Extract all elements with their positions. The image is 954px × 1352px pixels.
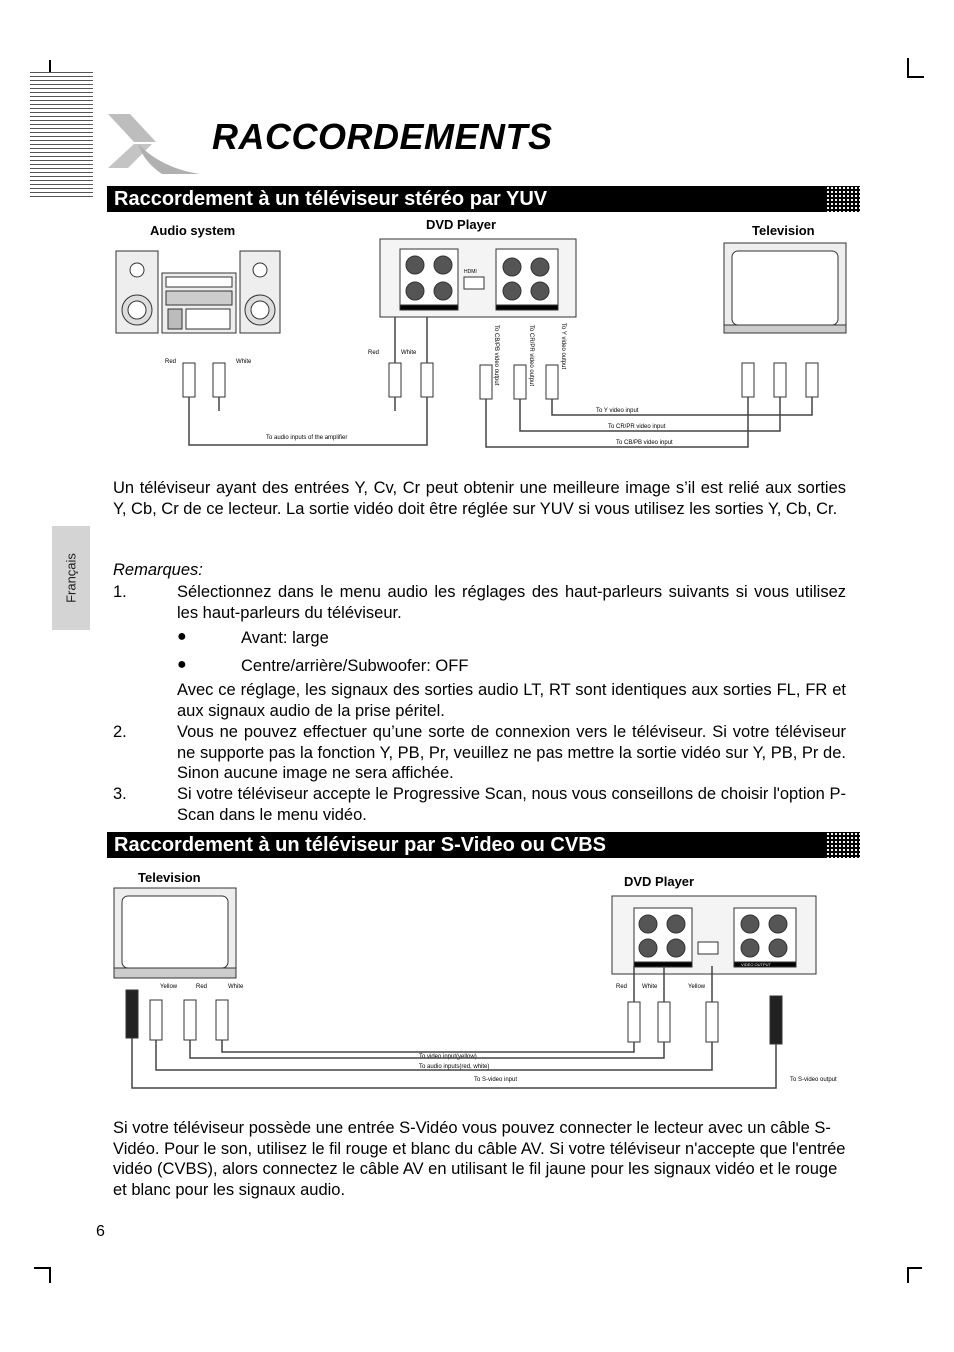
cables [131, 966, 777, 1089]
television-illustration [723, 242, 847, 334]
banner-dots [826, 832, 860, 858]
label-yellow-dvd: Yellow [688, 984, 706, 990]
rca-plugs [182, 362, 819, 400]
label-crpr-input: To CR/PR video input [608, 424, 666, 430]
remark-3-text: Si votre téléviseur accepte le Progressi… [177, 785, 846, 824]
page-title: RACCORDEMENTS [212, 116, 553, 157]
remark-1-after: Avec ce réglage, les signaux des sorties… [177, 681, 846, 720]
header-stripes [30, 72, 93, 198]
label-crpr-output: To CR/PR video output [528, 325, 534, 386]
svideo-body-paragraph: Si votre téléviseur possède une entrée S… [113, 1119, 846, 1200]
rca-plugs [125, 989, 783, 1045]
label-audio-system: Audio system [150, 223, 235, 238]
bullet-2-marker: ● [177, 656, 187, 673]
label-television: Television [752, 223, 815, 238]
label-cbpb-output: To CB/PB video output [493, 325, 499, 386]
language-tab: Français [52, 526, 90, 630]
bullet-2-text: Centre/arrière/Subwoofer: OFF [241, 657, 469, 675]
label-dvd-player: DVD Player [426, 217, 496, 232]
label-y-input: To Y video input [596, 408, 639, 414]
label-red-tv: Red [196, 984, 207, 990]
brand-logo [108, 114, 200, 174]
label-red-dvd: Red [368, 350, 379, 356]
page-number: 6 [96, 1223, 105, 1240]
banner-dots [826, 186, 860, 212]
label-svideo-input: To S-video input [474, 1077, 517, 1083]
remark-2-number: 2. [113, 723, 127, 741]
remarks-title: Remarques: [113, 561, 203, 579]
television-illustration [113, 887, 237, 979]
audio-system-illustration [115, 250, 281, 334]
section-heading-svideo: Raccordement à un téléviseur par S-Video… [107, 832, 860, 858]
bullet-1-text: Avant: large [241, 629, 329, 647]
label-y-output: To Y video output [560, 323, 566, 369]
label-white-tv: White [228, 984, 244, 990]
remark-2-text: Vous ne pouvez effectuer qu’une sorte de… [177, 723, 846, 783]
label-white-dvd: White [401, 350, 417, 356]
label-hdmi: HDMI [464, 269, 477, 275]
label-dvd-player: DVD Player [624, 874, 694, 889]
label-svideo-output: To S-video output [790, 1077, 837, 1083]
bullet-1-marker: ● [177, 628, 187, 645]
label-audio-input: To audio inputs(red, white) [419, 1064, 489, 1070]
label-video-output: VIDEO OUTPUT [741, 962, 772, 967]
remark-1-text: Sélectionnez dans le menu audio les régl… [177, 583, 846, 622]
remark-1-number: 1. [113, 583, 127, 601]
label-white-amp: White [236, 359, 252, 365]
yuv-connection-diagram: Audio system DVD Player Television [115, 217, 847, 448]
label-video-input: To video input(yellow) [419, 1054, 477, 1060]
dvd-player-illustration [611, 895, 817, 975]
cables [188, 317, 813, 448]
label-to-amp: To audio inputs of the amplifier [266, 435, 347, 441]
label-cbpb-input: To CB/PB video input [616, 440, 673, 446]
label-white-dvd: White [642, 984, 658, 990]
label-red-amp: Red [165, 359, 176, 365]
label-yellow-tv: Yellow [160, 984, 178, 990]
section-heading-yuv: Raccordement à un téléviseur stéréo par … [107, 186, 860, 212]
dvd-player-illustration [379, 238, 577, 318]
label-television: Television [138, 870, 201, 885]
yuv-intro-paragraph: Un téléviseur ayant des entrées Y, Cv, C… [113, 479, 846, 518]
svideo-connection-diagram: Television DVD Player VIDEO OUTPUT Yello… [113, 870, 837, 1089]
remark-3-number: 3. [113, 785, 127, 803]
label-red-dvd: Red [616, 984, 627, 990]
